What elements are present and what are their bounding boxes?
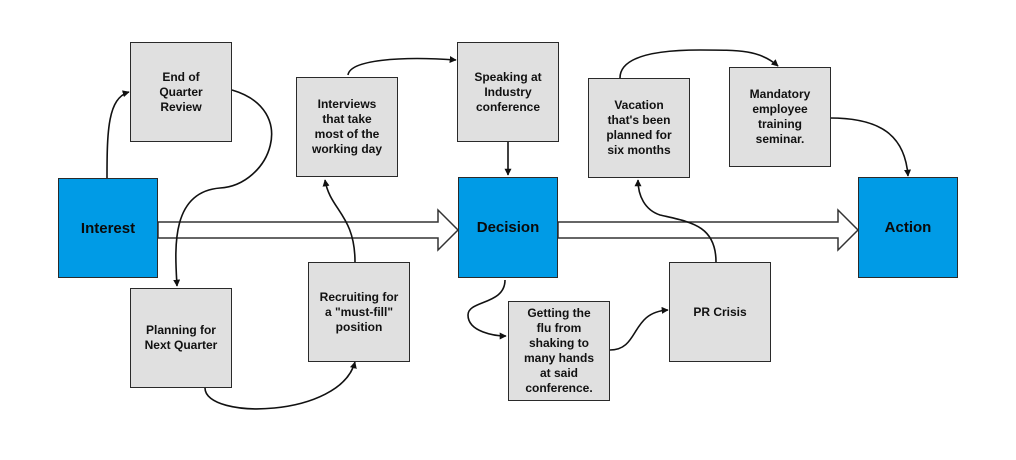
node-interviews: Interviews that take most of the working…: [296, 77, 398, 177]
node-pr-crisis: PR Crisis: [669, 262, 771, 362]
connector-interest-to-review: [106, 90, 130, 179]
node-action-label: Action: [884, 219, 932, 236]
connector-vacation-to-training: [619, 49, 779, 79]
node-flu-label: Getting the flu from shaking to many han…: [523, 306, 595, 395]
node-action: Action: [858, 177, 958, 278]
node-interviews-label: Interviews that take most of the working…: [311, 97, 382, 156]
node-interest-label: Interest: [80, 219, 136, 237]
connector-recruiting-to-interviews: [322, 179, 356, 263]
connector-interviews-to-speaking: [347, 56, 457, 76]
node-decision: Decision: [458, 177, 558, 278]
connector-decision-to-flu: [467, 279, 507, 340]
node-flu: Getting the flu from shaking to many han…: [508, 301, 610, 401]
node-decision-label: Decision: [476, 219, 540, 236]
node-vacation-label: Vacation that's been planned for six mon…: [606, 98, 672, 157]
node-pr-crisis-label: PR Crisis: [693, 304, 747, 319]
node-planning-next-quarter-label: Planning for Next Quarter: [144, 323, 218, 352]
node-speaking-conference-label: Speaking at Industry conference: [474, 69, 542, 114]
node-end-of-quarter-review: End of Quarter Review: [130, 42, 232, 142]
node-interest: Interest: [58, 178, 158, 278]
connector-review-to-planning: [173, 89, 273, 287]
connector-flu-to-pr: [609, 306, 669, 351]
node-recruiting: Recruiting for a "must-fill" position: [308, 262, 410, 362]
node-vacation: Vacation that's been planned for six mon…: [588, 78, 690, 178]
node-mandatory-training: Mandatory employee training seminar.: [729, 67, 831, 167]
node-recruiting-label: Recruiting for a "must-fill" position: [319, 289, 399, 334]
node-end-of-quarter-review-label: End of Quarter Review: [159, 69, 203, 114]
connector-pr-to-vacation: [634, 179, 717, 263]
connector-training-to-action: [829, 117, 912, 177]
node-mandatory-training-label: Mandatory employee training seminar.: [749, 87, 811, 146]
main-flow-arrow-interest-to-decision: [157, 208, 460, 252]
main-flow-arrow-decision-to-action: [557, 208, 860, 252]
node-planning-next-quarter: Planning for Next Quarter: [130, 288, 232, 388]
node-speaking-conference: Speaking at Industry conference: [457, 42, 559, 142]
connector-planning-to-recruiting: [204, 361, 357, 410]
